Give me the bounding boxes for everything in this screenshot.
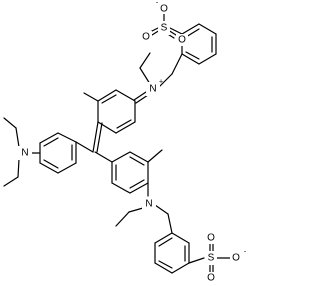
oxygen-label: O: [207, 233, 215, 244]
nitrogen-label: N: [149, 84, 156, 95]
sulfur-label: S: [208, 253, 215, 264]
nitrogen-label: N: [145, 199, 152, 210]
oxygen-label: O: [207, 273, 215, 284]
sulfonate-group-bottom: O S O O -: [205, 232, 247, 284]
oxygen-label: O: [178, 35, 186, 46]
bond-lines: [3, 13, 231, 274]
sulfur-label: S: [161, 23, 168, 34]
oxygen-label: O: [142, 32, 150, 43]
ethylbenzylamino-nitrogen: N: [142, 197, 156, 211]
iminium-nitrogen: N +: [146, 79, 163, 96]
oxygen-label: O: [232, 253, 240, 264]
sulfonate-group-top: O - S O O: [140, 0, 188, 46]
oxygen-label: O: [160, 4, 168, 15]
nitrogen-label: N: [21, 148, 28, 159]
chemical-structure: O - S O O N + N N O S O O -: [3, 0, 247, 284]
charge-label: -: [244, 249, 247, 256]
charge-label: +: [159, 79, 163, 86]
charge-label: -: [156, 0, 159, 7]
diethylamino-nitrogen: N: [18, 146, 32, 160]
